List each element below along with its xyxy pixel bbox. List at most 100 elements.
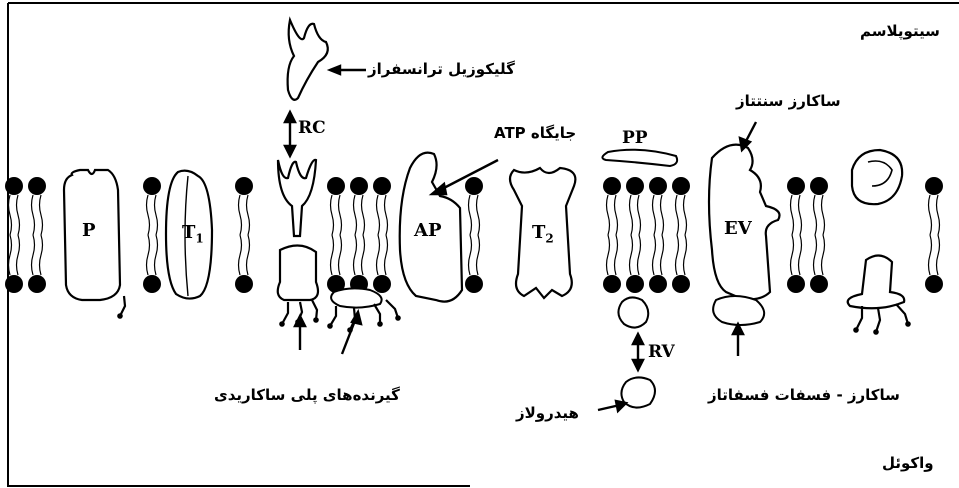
lipid-head <box>787 177 805 195</box>
lipid-tail <box>822 235 825 275</box>
sugar-chain <box>330 306 336 326</box>
lipid-tail <box>331 235 334 275</box>
label-pp: PP <box>622 130 648 147</box>
lipid-head <box>626 177 644 195</box>
lipid-tail <box>354 235 357 275</box>
lipid-tail <box>929 195 932 235</box>
lipid-tail <box>469 195 472 235</box>
sugar-chain-end <box>395 315 401 321</box>
lipid-tail <box>155 195 158 235</box>
lipid-tail <box>331 195 334 235</box>
lipid-tail <box>814 235 817 275</box>
oligosaccharide-chains <box>117 296 911 335</box>
lipid-tail <box>147 195 150 235</box>
sugar-chain <box>312 300 317 320</box>
lipid-head <box>373 177 391 195</box>
lipid-tail <box>32 195 35 235</box>
lipid-head <box>235 177 253 195</box>
sugar-chain-end <box>873 329 879 335</box>
sugar-chain <box>896 304 908 324</box>
lipid-head <box>465 177 483 195</box>
lipid-tail <box>469 235 472 275</box>
receptor-rc-shape <box>278 160 316 236</box>
lipid-tail <box>653 235 656 275</box>
lipid-tail <box>661 235 664 275</box>
lipid-tail <box>607 235 610 275</box>
lipid-tail <box>638 195 641 235</box>
sugar-chain-end <box>117 313 123 319</box>
protein-t1-letter: T <box>182 222 195 243</box>
lipid-head <box>649 275 667 293</box>
protein-p-label: P <box>82 222 96 240</box>
lipid-head <box>5 177 23 195</box>
label-hydrolase: هیدرولاز <box>516 406 579 421</box>
lipid-head <box>810 177 828 195</box>
lipid-tail <box>615 195 618 235</box>
lipid-tail <box>17 235 20 275</box>
sugar-chain <box>386 300 398 318</box>
lipid-tail <box>814 195 817 235</box>
lipid-head <box>672 177 690 195</box>
lipid-tail <box>638 235 641 275</box>
lipid-head <box>787 275 805 293</box>
lipid-tail <box>477 235 480 275</box>
label-rc: RC <box>298 120 326 137</box>
lipid-tail <box>937 235 940 275</box>
lipid-tail <box>155 235 158 275</box>
lipid-bilayer <box>5 177 943 293</box>
protein-t2-subscript: 2 <box>545 232 553 246</box>
lipid-tail <box>377 195 380 235</box>
lipid-head <box>373 275 391 293</box>
lipid-tail <box>32 235 35 275</box>
lipid-tail <box>929 235 932 275</box>
lipid-tail <box>17 195 20 235</box>
label-atp-site: جایگاه ATP <box>494 126 576 141</box>
sugar-chain-end <box>279 321 285 327</box>
lipid-tail <box>676 235 679 275</box>
label-glycosyl-transferase: گلیکوزیل ترانسفراز <box>368 62 515 77</box>
lipid-head <box>626 275 644 293</box>
protein-t1-label: T1 <box>182 224 204 245</box>
lipid-tail <box>147 235 150 275</box>
lipid-tail <box>822 195 825 235</box>
lipid-head <box>327 177 345 195</box>
sugar-chain-end <box>853 327 859 333</box>
lipid-tail <box>377 235 380 275</box>
lipid-tail <box>477 195 480 235</box>
lipid-tail <box>247 195 250 235</box>
lipid-tail <box>799 235 802 275</box>
lipid-tail <box>239 235 242 275</box>
lipid-head <box>925 275 943 293</box>
protein-ap-label: AP <box>414 222 442 240</box>
protein-t2-label: T2 <box>532 224 554 245</box>
sugar-chain-end <box>905 321 911 327</box>
sugar-chain-end <box>313 317 319 323</box>
lipid-tail <box>676 195 679 235</box>
lipid-tail <box>661 195 664 235</box>
lipid-tail <box>362 235 365 275</box>
sugar-chain-end <box>327 323 333 329</box>
lipid-tail <box>40 195 43 235</box>
lipid-head <box>672 275 690 293</box>
sugar-chain-end <box>377 321 383 327</box>
sugar-chain <box>856 306 862 330</box>
lipid-tail <box>653 195 656 235</box>
glycosyl-transferase-shape <box>288 20 328 100</box>
sugar-chain <box>120 296 125 316</box>
lipid-tail <box>239 195 242 235</box>
lipid-tail <box>684 195 687 235</box>
lipid-head <box>143 275 161 293</box>
sugar-chain <box>282 302 288 324</box>
label-sucrose-synthase: ساکارز سنتتاز <box>736 94 841 109</box>
sucrose-phosphate-phosphatase-shape <box>713 296 764 325</box>
lipid-tail <box>40 235 43 275</box>
lipid-tail <box>247 235 250 275</box>
lipid-tail <box>791 235 794 275</box>
lipid-head <box>5 275 23 293</box>
protein-pp <box>602 150 677 166</box>
lipid-tail <box>615 235 618 275</box>
lipid-tail <box>630 195 633 235</box>
label-rv: RV <box>648 344 675 361</box>
lipid-head <box>603 275 621 293</box>
right-receptor-shape <box>848 255 905 308</box>
